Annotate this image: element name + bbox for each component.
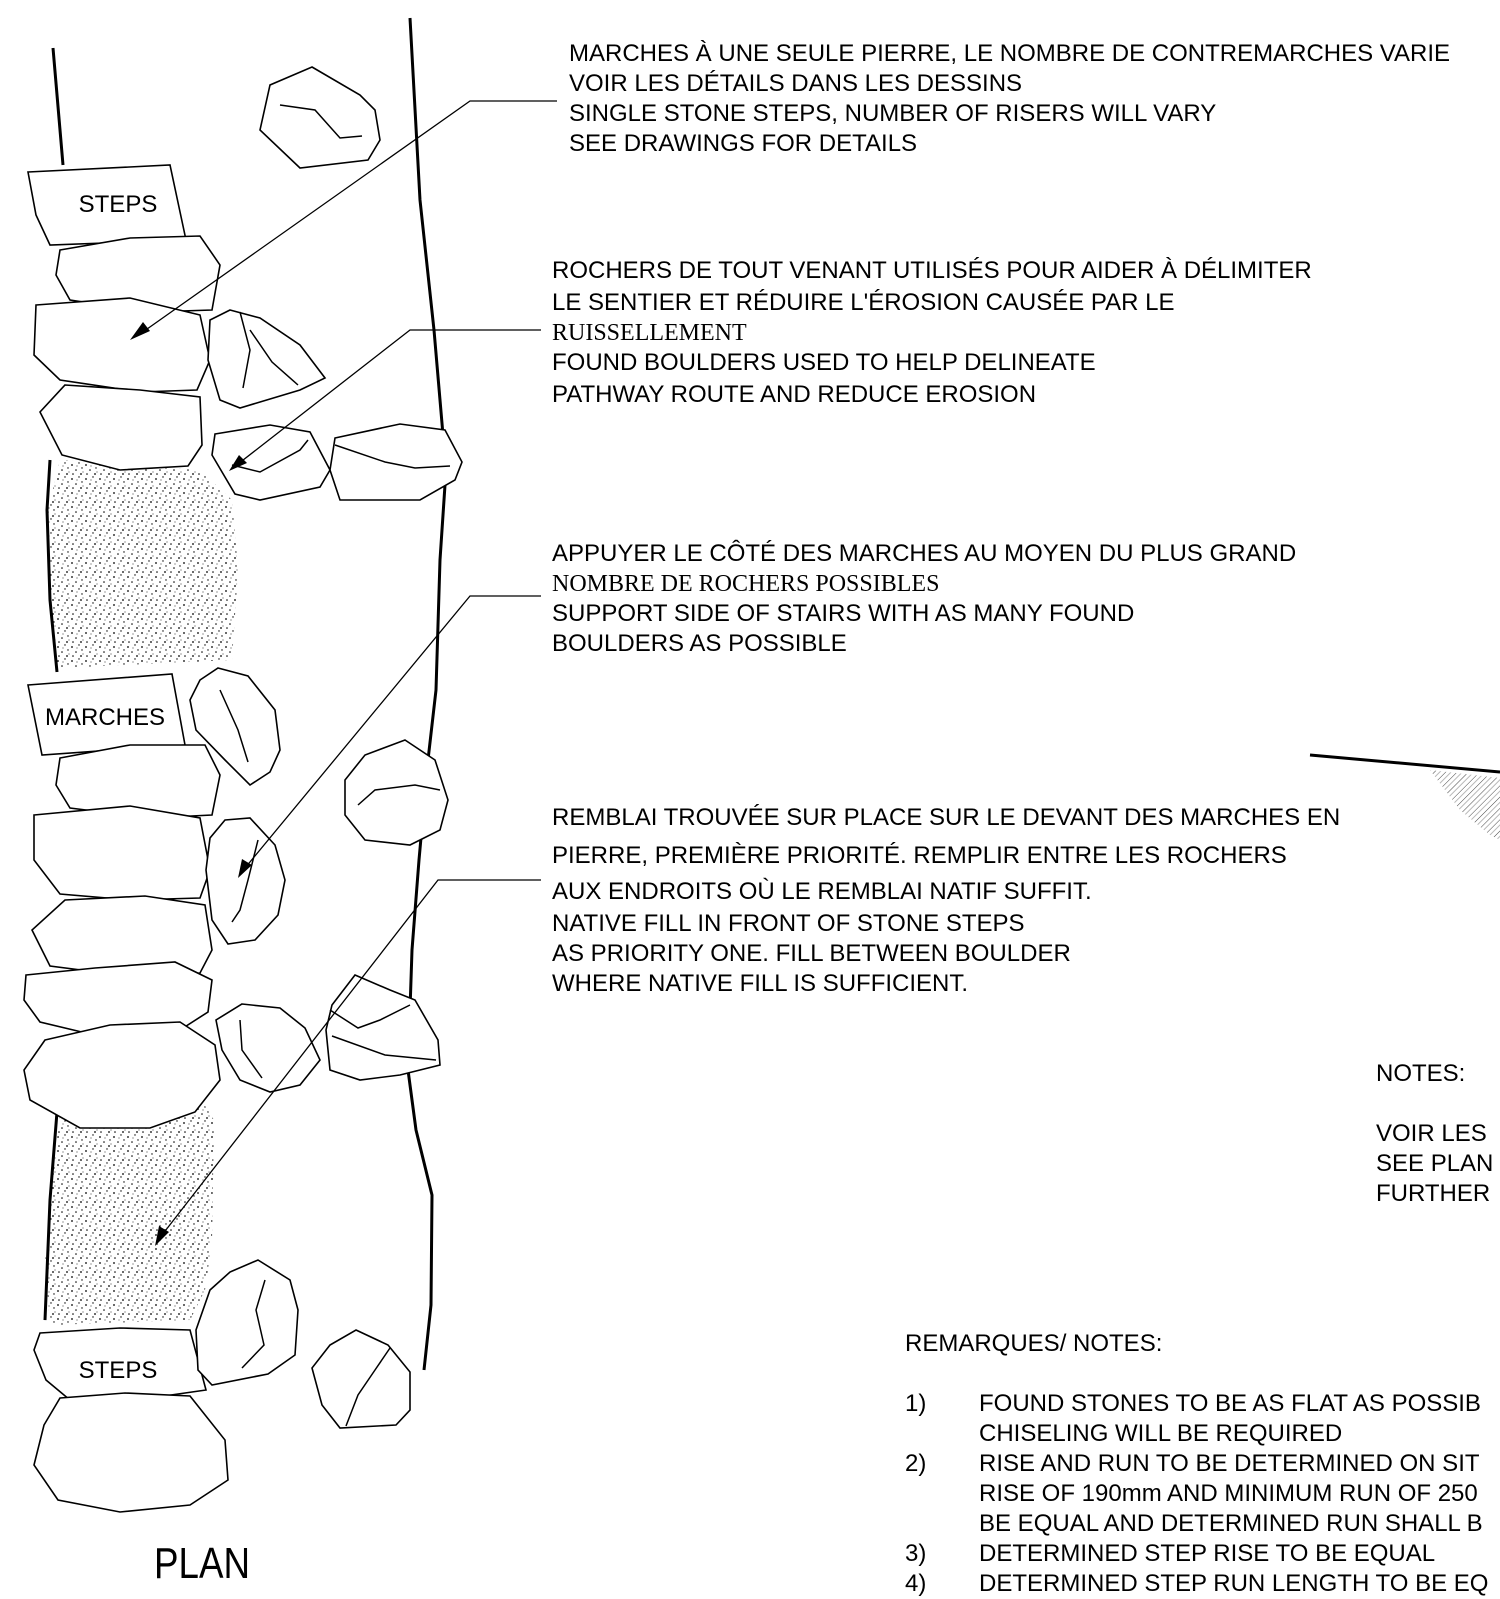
callout-found-boulders: ROCHERS DE TOUT VENANT UTILISÉS POUR AID… xyxy=(552,255,1312,411)
remarks-item-line: CHISELING WILL BE REQUIRED xyxy=(979,1420,1343,1447)
boulder xyxy=(211,424,331,501)
remarks-item-line: RISE OF 190mm AND MINIMUM RUN OF 250 xyxy=(979,1480,1478,1507)
side-notes-heading: NOTES: xyxy=(1376,1060,1466,1087)
path-edge-right xyxy=(406,17,448,1371)
remarks-item-2: 2) RISE AND RUN TO BE DETERMINED ON SIT … xyxy=(905,1449,1500,1539)
boulder xyxy=(311,1329,411,1429)
remarks-item-line: RISE AND RUN TO BE DETERMINED ON SIT xyxy=(979,1450,1480,1477)
callout-native-fill: REMBLAI TROUVÉE SUR PLACE SUR LE DEVANT … xyxy=(552,799,1340,999)
step-stone xyxy=(31,895,213,976)
leader-callout-support xyxy=(238,595,541,878)
step-stone xyxy=(55,235,221,313)
boulder xyxy=(329,423,463,501)
step-stone xyxy=(33,1392,229,1513)
step-label-steps-bottom: STEPS xyxy=(79,1357,158,1384)
boulder xyxy=(344,739,449,846)
side-notes-line: VOIR LES xyxy=(1376,1120,1487,1147)
section-hatch xyxy=(1430,770,1500,840)
remarks-item-3: 3) DETERMINED STEP RISE TO BE EQUAL xyxy=(905,1539,1500,1569)
step-label-steps-top: STEPS xyxy=(79,191,158,218)
boulder xyxy=(325,974,441,1081)
remarks-item-line: BE EQUAL AND DETERMINED RUN SHALL B xyxy=(979,1510,1483,1537)
callout-line: SUPPORT SIDE OF STAIRS WITH AS MANY FOUN… xyxy=(552,600,1135,627)
remarks-item-line: DETERMINED STEP RUN LENGTH TO BE EQ xyxy=(979,1570,1489,1597)
boulder xyxy=(195,1259,299,1386)
callout-line: APPUYER LE CÔTÉ DES MARCHES AU MOYEN DU … xyxy=(552,540,1297,567)
side-notes-spacer xyxy=(1376,1089,1493,1119)
boulder xyxy=(207,309,327,409)
remarks-spacer xyxy=(905,1359,1500,1389)
remarks-notes: REMARQUES/ NOTES: 1) FOUND STONES TO BE … xyxy=(905,1329,1500,1599)
step-stone xyxy=(39,384,203,471)
remarks-item-number: 1) xyxy=(905,1390,927,1417)
callout-line: RUISSELLEMENT xyxy=(552,320,747,346)
plan-title: PLAN xyxy=(154,1539,250,1586)
boulder xyxy=(215,1003,321,1093)
remarks-item-number: 2) xyxy=(905,1450,927,1477)
callout-line: BOULDERS AS POSSIBLE xyxy=(552,630,847,657)
callout-line: AUX ENDROITS OÙ LE REMBLAI NATIF SUFFIT. xyxy=(552,878,1092,905)
step-stone xyxy=(55,744,221,819)
remarks-item-number: 4) xyxy=(905,1570,927,1597)
side-notes-line: SEE PLAN xyxy=(1376,1150,1494,1177)
step-stone xyxy=(33,297,211,393)
callout-line: WHERE NATIVE FILL IS SUFFICIENT. xyxy=(552,970,969,997)
callout-single-stone-steps: MARCHES À UNE SEULE PIERRE, LE NOMBRE DE… xyxy=(569,39,1450,159)
remarks-item-1: 1) FOUND STONES TO BE AS FLAT AS POSSIB … xyxy=(905,1389,1500,1449)
callout-line: VOIR LES DÉTAILS DANS LES DESSINS xyxy=(569,70,1023,97)
leader-callout-steps xyxy=(130,100,557,340)
step-stone xyxy=(23,961,213,1035)
boulder xyxy=(189,667,281,787)
remarks-item-line: FOUND STONES TO BE AS FLAT AS POSSIB xyxy=(979,1390,1481,1417)
remarks-item-4: 4) DETERMINED STEP RUN LENGTH TO BE EQ xyxy=(905,1569,1500,1599)
side-notes: NOTES: VOIR LES SEE PLAN FURTHER xyxy=(1376,1059,1493,1209)
callout-line: SINGLE STONE STEPS, NUMBER OF RISERS WIL… xyxy=(569,100,1217,127)
native-fill-lower xyxy=(45,1098,214,1325)
callout-support-stairs: APPUYER LE CÔTÉ DES MARCHES AU MOYEN DU … xyxy=(552,539,1296,659)
callout-line: SEE DRAWINGS FOR DETAILS xyxy=(569,130,918,157)
leader-callout-boulders xyxy=(229,329,541,471)
leader-callout-fill xyxy=(155,879,541,1246)
callout-line: FOUND BOULDERS USED TO HELP DELINEATE xyxy=(552,349,1096,376)
boulder xyxy=(205,817,286,945)
callout-line: NOMBRE DE ROCHERS POSSIBLES xyxy=(552,571,940,597)
step-label-marches: MARCHES xyxy=(45,704,165,731)
callout-line: PATHWAY ROUTE AND REDUCE EROSION xyxy=(552,381,1037,408)
step-stone xyxy=(23,1021,221,1129)
remarks-heading: REMARQUES/ NOTES: xyxy=(905,1330,1163,1357)
section-ground-line xyxy=(1309,753,1500,774)
native-fill-upper xyxy=(48,460,238,668)
callout-line: MARCHES À UNE SEULE PIERRE, LE NOMBRE DE… xyxy=(569,40,1451,67)
callout-line: LE SENTIER ET RÉDUIRE L'ÉROSION CAUSÉE P… xyxy=(552,289,1175,316)
callout-line: NATIVE FILL IN FRONT OF STONE STEPS xyxy=(552,910,1025,937)
callout-line: REMBLAI TROUVÉE SUR PLACE SUR LE DEVANT … xyxy=(552,804,1341,831)
side-notes-line: FURTHER xyxy=(1376,1180,1491,1207)
callout-line: AS PRIORITY ONE. FILL BETWEEN BOULDER xyxy=(552,940,1071,967)
step-stone xyxy=(33,805,211,901)
callout-line: PIERRE, PREMIÈRE PRIORITÉ. REMPLIR ENTRE… xyxy=(552,842,1287,869)
boulder xyxy=(259,66,381,169)
remarks-item-number: 3) xyxy=(905,1540,927,1567)
callout-line: ROCHERS DE TOUT VENANT UTILISÉS POUR AID… xyxy=(552,257,1312,284)
remarks-item-line: DETERMINED STEP RISE TO BE EQUAL xyxy=(979,1540,1436,1567)
